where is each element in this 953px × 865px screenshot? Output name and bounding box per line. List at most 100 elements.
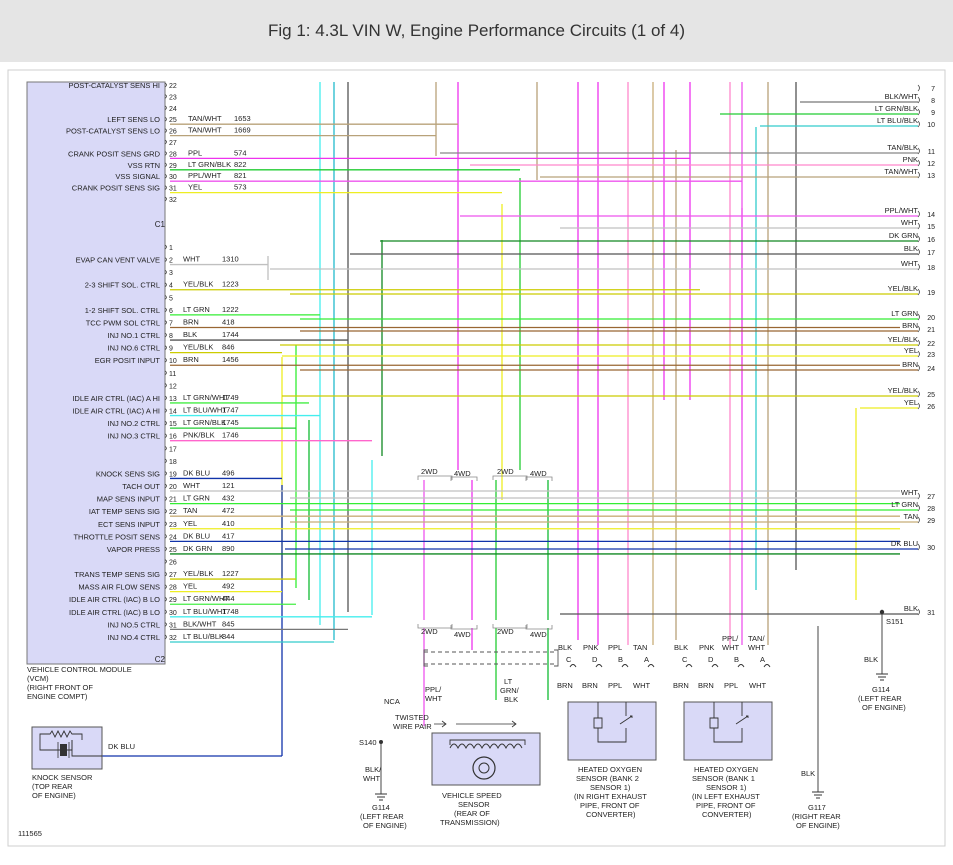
ho2s-bank2-element-icon xyxy=(593,702,633,743)
c2-pin-circuit-27: 1227 xyxy=(222,569,239,578)
g117-ground-icon xyxy=(812,626,824,799)
c1-pin-label-22: POST-CATALYST SENS HI xyxy=(68,81,160,90)
c1-pin-num-22: 22 xyxy=(169,83,177,90)
ho2s-b2-bottom-wire-2: BRN xyxy=(582,681,598,690)
c2-pin-label-22: IAT TEMP SENS SIG xyxy=(89,507,160,516)
knock-label-3: OF ENGINE) xyxy=(32,791,76,800)
ho2s-b1-pin-a: A xyxy=(760,655,765,664)
g117-wire-label: BLK xyxy=(801,769,815,778)
vss-label-2: SENSOR xyxy=(458,800,490,809)
right-terminal-num-28: 28 xyxy=(927,506,935,513)
vss-wire-right-2: GRN/ xyxy=(500,686,520,695)
right-terminal-arrow-30 xyxy=(917,543,920,551)
right-terminal-num-20: 20 xyxy=(927,315,935,322)
right-terminal-arrow-26 xyxy=(917,402,920,410)
ho2s-b1-bottom-wire-1: BRN xyxy=(673,681,689,690)
c2-pin-wire-29: LT GRN/WHT xyxy=(183,594,229,603)
c2-pin-label-8: INJ NO.1 CTRL xyxy=(107,331,160,340)
c2-pin-num-30: 30 xyxy=(169,610,177,617)
right-terminal-num-17: 17 xyxy=(927,250,935,257)
c1-pin-wire-26: TAN/WHT xyxy=(188,126,222,135)
ho2s-b1-bottom-wire-4: WHT xyxy=(749,681,766,690)
vss-ground-icon xyxy=(375,742,387,801)
c1-pin-label-26: POST-CATALYST SENS LO xyxy=(66,127,160,136)
c2-pin-num-21: 21 xyxy=(169,497,177,504)
harness-shield-brackets xyxy=(423,649,559,667)
right-terminal-arrow-14 xyxy=(917,210,920,218)
right-terminal-arrow-27 xyxy=(917,492,920,500)
vcm-module-body xyxy=(26,81,166,665)
vss-coil-icon xyxy=(449,743,523,750)
c2-pin-circuit-29: 444 xyxy=(222,594,235,603)
c2-pin-label-14: IDLE AIR CTRL (IAC) A HI xyxy=(72,407,160,416)
c2-pin-num-12: 12 xyxy=(169,383,177,390)
c2-pin-arrow-12 xyxy=(164,383,167,388)
c1-pin-wire-31: YEL xyxy=(188,183,202,192)
c2-pin-label-20: TACH OUT xyxy=(122,482,160,491)
c2-pin-circuit-28: 492 xyxy=(222,582,235,591)
ho2s-b1-top-wire-2: PNK xyxy=(699,643,714,652)
right-terminal-wire-30: DK BLU xyxy=(891,539,918,548)
ho2s-bank1-body xyxy=(683,701,773,761)
ho2s-b1-label-3: SENSOR 1) xyxy=(706,783,747,792)
c2-pin-wire-25: DK GRN xyxy=(183,544,212,553)
c2-pin-num-6: 6 xyxy=(169,308,173,315)
right-terminal-arrow-22 xyxy=(917,339,920,347)
right-terminal-arrow-20 xyxy=(917,313,920,321)
right-terminal-arrow-31 xyxy=(917,608,920,616)
right-terminal-num-21: 21 xyxy=(927,327,935,334)
c2-pin-wire-7: BRN xyxy=(183,317,199,326)
c2-pin-circuit-13: 1749 xyxy=(222,393,239,402)
ground-s151-g114: S151 BLK G114 (LEFT REAR OF ENGINE) xyxy=(858,609,906,712)
c2-pin-num-10: 10 xyxy=(169,358,177,365)
drive-label-2wd-b: 2WD xyxy=(497,467,514,476)
c1-pin-label-30: VSS SIGNAL xyxy=(115,172,160,181)
right-terminal-wire-10: LT BLU/BLK xyxy=(877,116,918,125)
right-terminal-num-11: 11 xyxy=(928,149,935,156)
c1-pin-label-29: VSS RTN xyxy=(128,161,160,170)
right-terminal-num-30: 30 xyxy=(927,545,935,552)
right-terminal-num-19: 19 xyxy=(927,290,935,297)
vss-twisted-1: TWISTED xyxy=(395,713,429,722)
vss-ground-loc-1: (LEFT REAR xyxy=(360,812,404,821)
c2-pin-wire-15: LT GRN/BLK xyxy=(183,418,226,427)
right-terminal-wire-28: LT GRN xyxy=(891,500,918,509)
c2-pin-arrow-3 xyxy=(164,269,167,275)
c2-pin-arrow-17 xyxy=(164,445,167,451)
right-terminal-arrow-24 xyxy=(917,364,920,372)
c2-pin-label-27: TRANS TEMP SENS SIG xyxy=(74,570,160,579)
c2-pin-label-25: VAPOR PRESS xyxy=(107,545,160,554)
c2-pin-circuit-4: 1223 xyxy=(222,280,239,289)
vss-rotor-icon xyxy=(472,756,496,780)
c2-pin-label-4: 2-3 SHIFT SOL. CTRL xyxy=(85,281,160,290)
ho2s-b2-bottom-wire-3: PPL xyxy=(608,681,622,690)
ho2s-b2-label-4: (IN RIGHT EXHAUST xyxy=(574,792,647,801)
right-terminal-wire-25: YEL/BLK xyxy=(888,386,918,395)
c2-pin-arrow-21 xyxy=(164,496,167,501)
ho2s-b2-label-3: SENSOR 1) xyxy=(590,783,631,792)
c2-pin-num-32: 32 xyxy=(169,635,177,642)
c2-pin-label-24: THROTTLE POSIT SENS xyxy=(73,532,160,541)
vss-rotor-hub-icon xyxy=(478,762,490,774)
ho2s-b2-label-1: HEATED OXYGEN xyxy=(578,765,642,774)
c2-pin-wire-32: LT BLU/BLK xyxy=(183,632,224,641)
ho2s-b1-top-wire-4a: TAN/ xyxy=(748,634,765,643)
c2-pin-arrow-26 xyxy=(164,559,167,564)
c2-pin-wire-4: YEL/BLK xyxy=(183,280,213,289)
right-terminal-num-27: 27 xyxy=(927,494,935,501)
c2-pin-num-14: 14 xyxy=(169,409,177,416)
right-terminal-wire-9: LT GRN/BLK xyxy=(875,104,918,113)
c1-pin-num-26: 26 xyxy=(169,129,177,136)
vcm-label-1: VEHICLE CONTROL MODULE xyxy=(27,665,132,674)
c2-pin-num-24: 24 xyxy=(169,534,177,541)
g114-right-loc-2: OF ENGINE) xyxy=(862,703,906,712)
drive-brackets-upper xyxy=(417,475,553,481)
c2-pin-wire-8: BLK xyxy=(183,330,197,339)
c2-pin-arrow-8 xyxy=(164,332,167,338)
vss-ground-wire-2: WHT xyxy=(363,774,380,783)
drive-label-4wd-c: 4WD xyxy=(454,630,471,639)
ho2s-b2-pin-b: B xyxy=(618,655,623,664)
c2-pin-arrow-18 xyxy=(164,458,167,464)
c1-pin-wire-28: PPL xyxy=(188,148,202,157)
right-terminal-wire-18: WHT xyxy=(901,259,918,268)
